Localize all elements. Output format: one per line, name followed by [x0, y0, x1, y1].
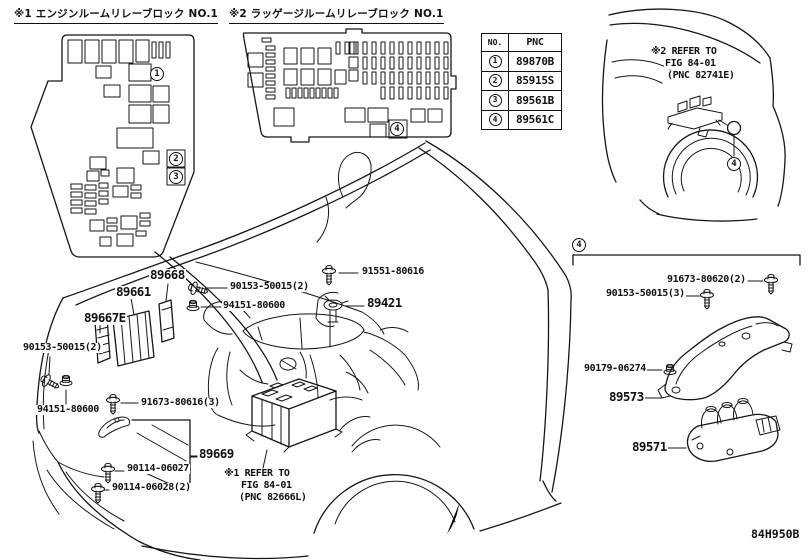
callout-89421: 89421	[366, 295, 403, 310]
rear-relay-part	[667, 95, 723, 138]
callout-90153-50015-mid: 90153-50015(2)	[229, 281, 310, 292]
pnc-table: NO. PNC 1 89870B 2 85915S 3 89561B 4 895…	[481, 33, 562, 130]
row-pnc: 85915S	[516, 74, 554, 88]
row-no-badge: 3	[488, 93, 502, 107]
callout-90153-50015-right: 90153-50015(3)	[605, 288, 686, 299]
note2-line1: ※2 REFER TO	[650, 46, 718, 57]
sensor-89421	[315, 291, 349, 328]
relay-block-2-inset	[242, 28, 457, 143]
callout-89661: 89661	[115, 284, 152, 299]
row-pnc: 89561C	[516, 113, 554, 127]
callout-90114-06027: 90114-06027	[126, 463, 190, 474]
callout-94151-80600-left: 94151-80600	[36, 404, 100, 415]
nut-icon	[59, 374, 73, 387]
note2-line3: (PNC 82741E)	[666, 70, 736, 81]
inset1-title: ※1 エンジンルームリレーブロック NO.1	[14, 6, 219, 24]
note1-line2: FIG 84-01	[240, 480, 293, 491]
diagram-code: 84H950B	[751, 527, 800, 541]
callout-89571: 89571	[631, 439, 668, 454]
fastener-marker-circle	[726, 120, 742, 136]
callout-94151-80600-mid: 94151-80600	[222, 300, 286, 311]
callout-89669: 89669	[198, 446, 235, 461]
nut-icon	[186, 299, 200, 312]
rear-quarter-view	[601, 8, 786, 222]
screw-icon	[37, 371, 63, 394]
table-row: 3 89561B	[482, 91, 561, 111]
callout-90153-50015-left: 90153-50015(2)	[22, 342, 103, 353]
bolt-icon	[700, 289, 714, 310]
note1-line3: (PNC 82666L)	[238, 492, 308, 503]
engine-drawing	[203, 301, 419, 427]
table-row: 4 89561C	[482, 110, 561, 129]
bolt-icon	[106, 394, 120, 415]
callout-90114-06028: 90114-06028(2)	[111, 482, 192, 493]
table-row: 1 89870B	[482, 52, 561, 72]
inset1-badge-1: 1	[150, 67, 164, 81]
row-pnc: 89870B	[516, 54, 554, 68]
callout-91551-80616: 91551-80616	[361, 266, 425, 277]
note2-line2: FIG 84-01	[664, 58, 717, 69]
pnc-table-header: NO. PNC	[482, 34, 561, 52]
inset1-badge-2: 2	[169, 152, 183, 166]
col-header-no: NO.	[482, 34, 509, 51]
row-no-badge: 1	[488, 54, 502, 68]
leader-lines	[48, 251, 365, 491]
bolt-icon	[91, 483, 105, 504]
section4-detail	[572, 254, 801, 462]
bolt-icon	[101, 463, 115, 484]
table-row: 2 85915S	[482, 71, 561, 91]
rear-view-marker-4: 4	[727, 157, 741, 171]
col-header-pnc: PNC	[526, 37, 544, 48]
note1-line1: ※1 REFER TO	[223, 468, 291, 479]
row-no-badge: 2	[488, 74, 502, 88]
callout-91673-80620: 91673-80620(2)	[666, 274, 747, 285]
callout-90179-06274: 90179-06274	[583, 363, 647, 374]
callout-89668: 89668	[149, 267, 186, 282]
engine-relay-part	[245, 378, 343, 469]
bolt-icon	[322, 265, 336, 286]
callout-89667e: 89667E	[83, 310, 127, 325]
relay-block-1-inset	[30, 34, 195, 258]
inset1-badge-3: 3	[169, 170, 183, 184]
row-no-badge: 4	[488, 113, 502, 127]
row-pnc: 89561B	[516, 93, 554, 107]
callout-89573: 89573	[608, 389, 645, 404]
inset2-badge-4: 4	[390, 122, 404, 136]
bolt-icon	[764, 274, 778, 295]
inset2-title: ※2 ラッゲージルームリレーブロック NO.1	[229, 6, 444, 24]
callout-91673-80616: 91673-80616(3)	[140, 397, 221, 408]
section4-marker-4: 4	[572, 238, 586, 252]
